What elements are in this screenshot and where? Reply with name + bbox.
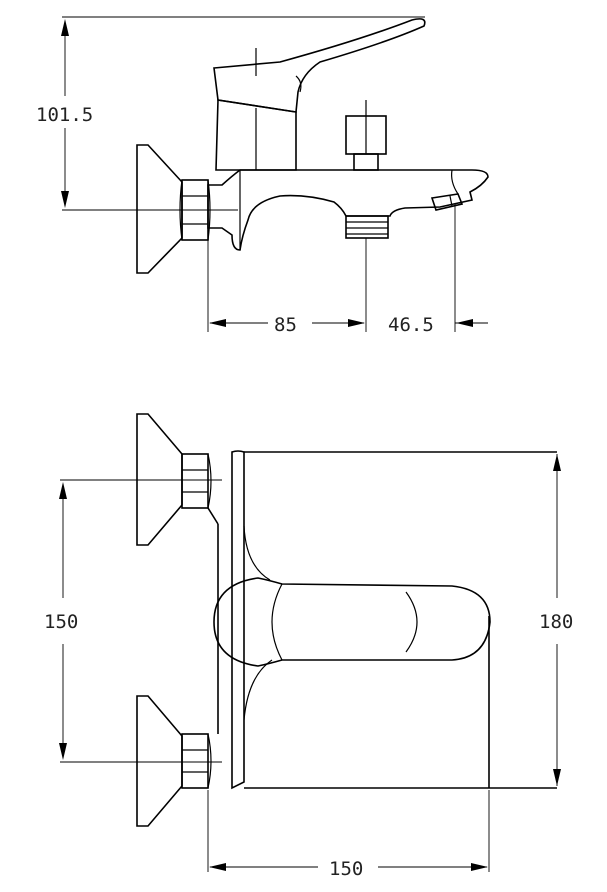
side-view: 101.5 85 46.5: [36, 16, 489, 336]
wall-flange-lower: [136, 695, 183, 827]
top-view: 150 180 150: [44, 413, 573, 880]
dimension-height: 101.5: [36, 16, 425, 211]
threaded-fitting: [345, 215, 389, 239]
mixer-body-top: [231, 450, 245, 790]
hex-nut-upper: [181, 453, 212, 509]
dimension-spout: 85 46.5: [207, 204, 488, 336]
mixer-body-side: [207, 169, 489, 251]
dimension-depth: 180: [539, 454, 573, 786]
dist-46-5-label: 46.5: [388, 314, 434, 336]
width-150-label: 150: [329, 858, 363, 880]
wall-flange-upper: [136, 413, 183, 546]
hex-nut-lower: [181, 733, 212, 789]
height-label: 101.5: [36, 104, 93, 126]
lever-handle-top: [213, 577, 491, 667]
diverter-knob: [345, 100, 387, 171]
spout-outlet: [430, 169, 464, 211]
wall-flange-side: [136, 144, 183, 274]
center-150-label: 150: [44, 611, 78, 633]
depth-180-label: 180: [539, 611, 573, 633]
dimension-center-distance: 150: [44, 479, 222, 763]
dimension-width: 150: [207, 790, 490, 880]
dist-85-label: 85: [274, 314, 297, 336]
lever-handle-side: [213, 18, 426, 113]
